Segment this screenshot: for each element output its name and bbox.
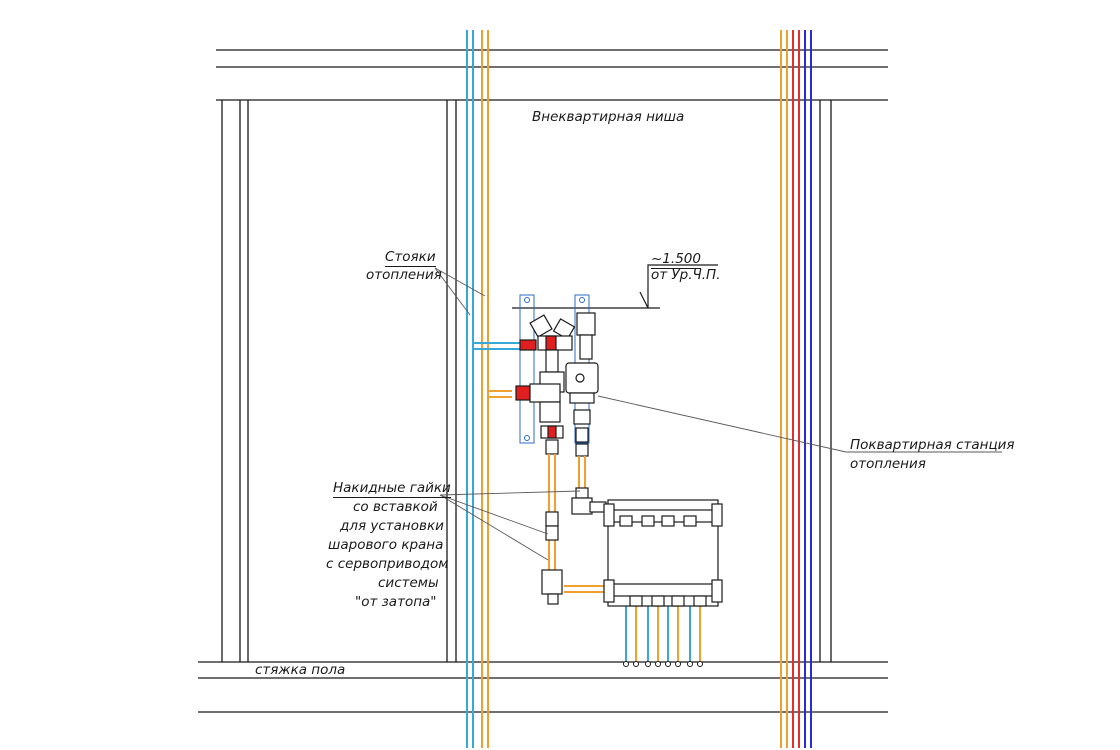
valve-red [545, 335, 557, 351]
manifold-outlet [693, 595, 707, 607]
nuts-label-line6: системы [378, 575, 439, 591]
pump-flange [569, 392, 595, 404]
manifold-outlet [641, 515, 655, 527]
nuts-label-line7: "от затопа" [355, 594, 437, 610]
nut-fitting [545, 525, 559, 541]
nuts-leader [439, 490, 581, 496]
risers-leader [434, 267, 486, 297]
nuts-label-line3: для установки [340, 518, 444, 534]
plate-bracket [519, 294, 535, 444]
station-label-line2: отопления [850, 456, 926, 472]
manifold-connection-fittings [541, 487, 607, 605]
station-label-line1: Поквартирная станция [850, 437, 1015, 453]
risers-label-line2: отопления [366, 267, 442, 283]
manifold-outlet [651, 595, 665, 607]
risers-label-line1: Стояки [385, 249, 436, 267]
loop-end [675, 661, 681, 667]
manifold [603, 499, 723, 667]
risers-leader [434, 267, 471, 316]
loop-end [645, 661, 651, 667]
level-value-label: ~1.500 [651, 251, 701, 269]
screed-label: стяжка пола [255, 662, 346, 678]
nuts-label-line5: с сервоприводом [326, 556, 449, 572]
actuator [529, 314, 553, 338]
right-risers [780, 30, 812, 748]
manifold-bar [611, 583, 715, 597]
bottom-fitting [575, 443, 589, 457]
left-risers [466, 30, 489, 748]
nut-fitting [571, 497, 593, 515]
nuts-label-line1: Накидные гайки [333, 480, 451, 498]
branch-pipes [473, 342, 527, 398]
plate-hole [524, 297, 530, 303]
building-structure [198, 49, 888, 713]
manifold-endcap [603, 579, 615, 603]
stem [579, 334, 593, 360]
actuator-head [576, 312, 596, 336]
manifold-outlet [629, 595, 643, 607]
loop-end [633, 661, 639, 667]
manifold-endcap [711, 579, 723, 603]
manifold-outlet [683, 515, 697, 527]
manifold-outlet [661, 515, 675, 527]
level-reference-label: от Ур.Ч.П. [651, 267, 721, 283]
nut-fitting [547, 593, 559, 605]
leader-lines [434, 267, 1002, 561]
level-leader [639, 264, 718, 309]
nuts-label-line4: шарового крана [328, 537, 444, 553]
loop-end [665, 661, 671, 667]
manifold-outlet [619, 515, 633, 527]
nut-fitting [541, 569, 563, 595]
plate-hole [579, 297, 585, 303]
manifold-outlet [671, 595, 685, 607]
mixing-valve-body [529, 383, 561, 403]
bottom-fitting [545, 439, 559, 455]
mixing-valve-red [515, 385, 531, 401]
actuator [552, 318, 576, 340]
valve-red [519, 339, 537, 351]
nut-fitting [575, 487, 589, 499]
manifold-endcap [711, 503, 723, 527]
plate-hole [524, 435, 530, 441]
bottom-fitting [573, 409, 591, 425]
nuts-leader [439, 494, 549, 535]
nuts-label-line2: со вставкой [353, 499, 438, 515]
manifold-endcap [603, 503, 615, 527]
bottom-valve-red [547, 425, 557, 439]
loop-end [655, 661, 661, 667]
loop-end [623, 661, 629, 667]
loop-end [687, 661, 693, 667]
pump-indicator [575, 373, 585, 383]
heating-station [515, 312, 599, 457]
stem [545, 349, 559, 373]
filter [539, 401, 561, 423]
nuts-leader [439, 494, 549, 561]
niche-label: Внеквартирная ниша [532, 109, 685, 125]
station-leader [597, 395, 847, 453]
level-mark [512, 264, 718, 309]
loop-end [697, 661, 703, 667]
nut-fitting [545, 511, 559, 527]
bottom-fitting [575, 427, 589, 443]
